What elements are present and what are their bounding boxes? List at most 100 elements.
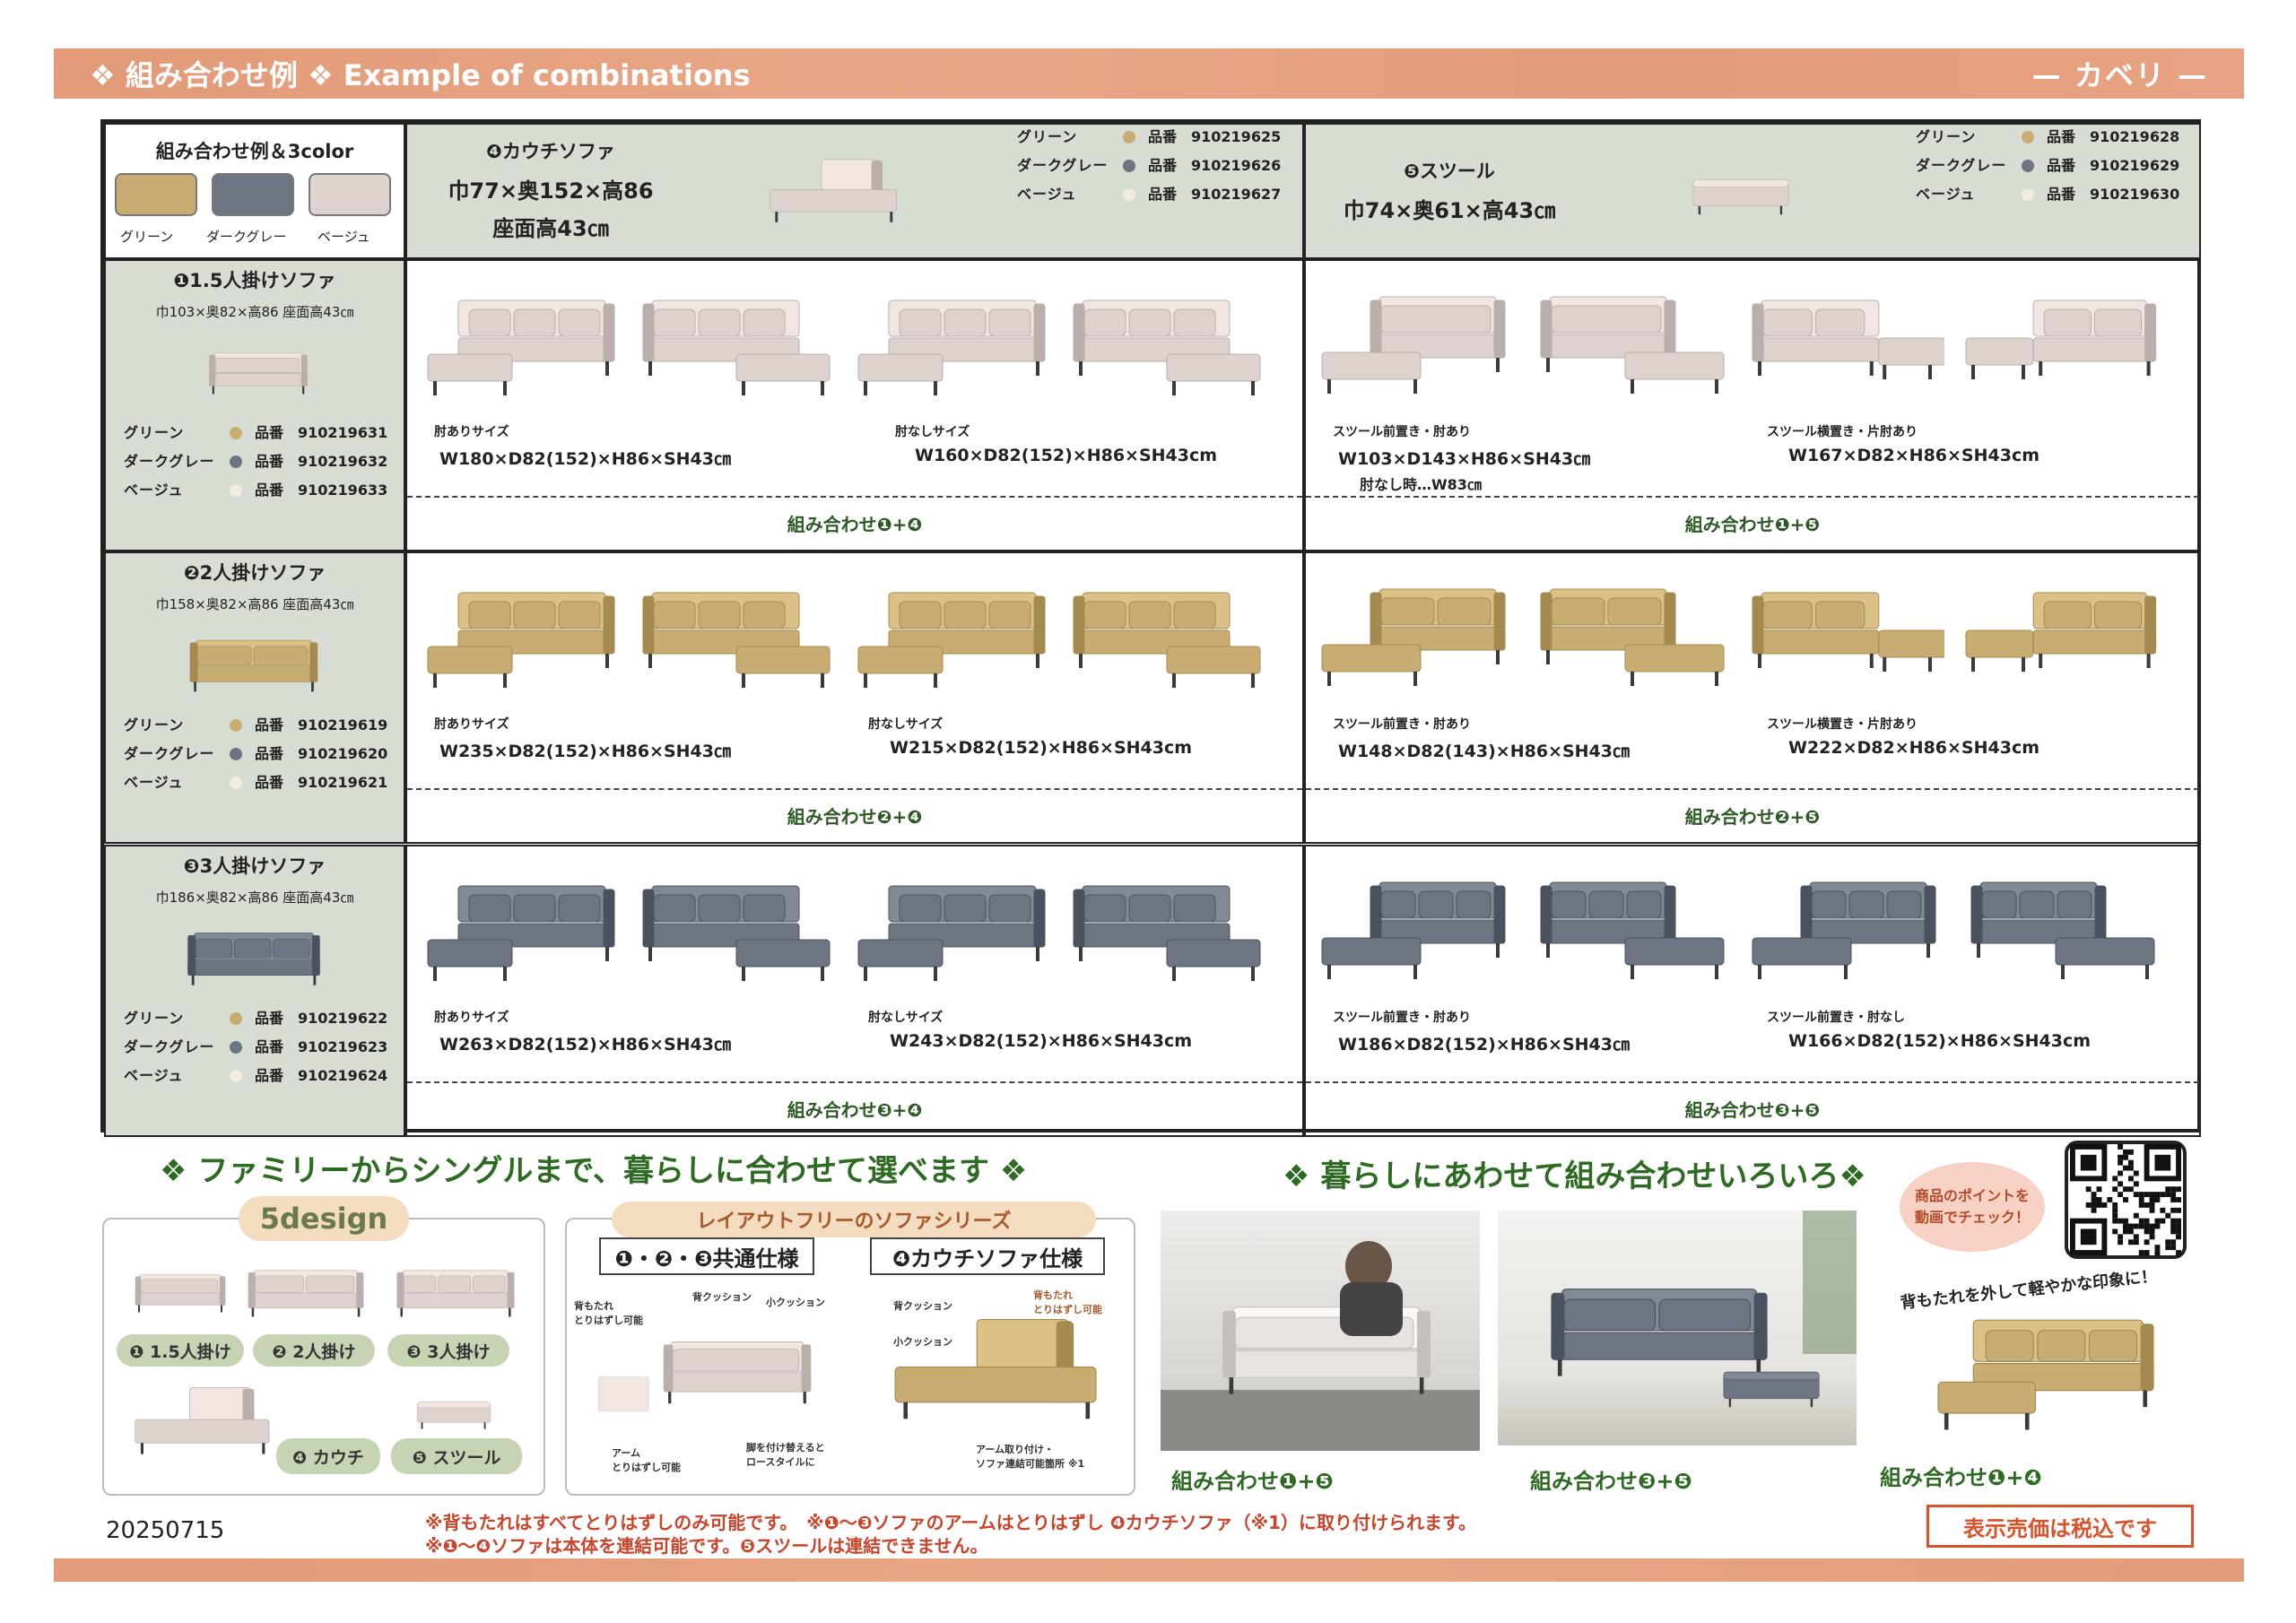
combo-dim-2: W222×D82×H86×SH43cm	[1788, 738, 2040, 758]
bottom-band	[54, 1558, 2244, 1582]
design-couch	[117, 1381, 278, 1471]
stool-title: ❺スツール	[1404, 161, 1495, 182]
family-heading: ❖ ファミリーからシングルまで、暮らしに合わせて選べます ❖	[160, 1153, 1028, 1189]
product-title: ❷2人掛けソファ	[183, 562, 326, 584]
code-prefix: 品番	[2047, 157, 2076, 174]
color-dot-icon	[230, 1012, 242, 1025]
code-number: 910219629	[2090, 157, 2180, 174]
combo-dim-2: W215×D82(152)×H86×SH43cm	[890, 738, 1193, 758]
couch-title: ❹カウチソファ	[486, 141, 615, 162]
combo-image	[418, 873, 624, 990]
footnote-1: ※背もたれはすべてとりはずしのみ可能です。 ※❶〜❸ソファのアームはとりはずし …	[425, 1512, 1477, 1533]
combo-label: 組み合わせ❸+❹	[787, 1099, 923, 1121]
combo-image	[1317, 580, 1514, 697]
combo-image	[1317, 288, 1514, 404]
product-title: ❶1.5人掛けソファ	[173, 270, 336, 291]
photo-2-label: 組み合わせ❸+❺	[1530, 1469, 1692, 1494]
combo-dim-1: W235×D82(152)×H86×SH43㎝	[439, 742, 731, 761]
code-color-label: グリーン	[124, 716, 185, 733]
code-row: グリーン 品番 910219619	[124, 711, 387, 740]
code-number: 910219630	[2090, 186, 2180, 203]
code-number: 910219633	[298, 482, 388, 499]
combo-image	[1064, 580, 1270, 697]
product-image	[204, 333, 312, 413]
code-number: 910219625	[1191, 128, 1282, 145]
code-prefix: 品番	[255, 1010, 284, 1027]
combo-image	[1962, 873, 2160, 990]
color-dot-icon	[1123, 188, 1135, 201]
code-prefix: 品番	[255, 453, 284, 470]
combo-note-2: スツール前置き・肘なし	[1767, 1011, 1905, 1025]
code-number: 910219623	[298, 1038, 388, 1055]
video-bubble: 商品のポイントを 動画でチェック！	[1900, 1162, 2045, 1252]
code-prefix: 品番	[255, 482, 284, 499]
combo-note-1: スツール前置き・肘あり	[1333, 1011, 1471, 1025]
couch-seat-height: 座面高43㎝	[492, 216, 609, 241]
code-prefix: 品番	[2047, 186, 2076, 203]
qr-code[interactable]	[2065, 1141, 2187, 1259]
combo-image	[1532, 288, 1729, 404]
banner-brand: — カベリ —	[2031, 58, 2208, 92]
color-dot-icon	[1123, 160, 1135, 172]
code-number: 910219624	[298, 1067, 388, 1084]
code-color-label: ダークグレー	[1916, 157, 2007, 174]
ann-smallcushion: 小クッション	[766, 1297, 825, 1308]
product-image	[170, 918, 337, 999]
combo-image	[1064, 873, 1270, 990]
dash-divider	[407, 496, 1302, 498]
code-color-label: ベージュ	[124, 1067, 184, 1084]
design-sofa-2	[239, 1257, 373, 1329]
code-number: 910219619	[298, 716, 388, 733]
design-sofa-3	[377, 1257, 535, 1329]
combo-note-1: 肘ありサイズ	[434, 1011, 509, 1025]
combo-image	[633, 580, 839, 697]
photo-3-sofa	[1880, 1306, 2212, 1440]
spec2-chaise	[872, 1309, 1105, 1444]
code-row: ダークグレー 品番 910219623	[124, 1033, 387, 1062]
legend-title: 組み合わせ例＆3color	[155, 141, 354, 162]
pill-3: ❸ 3人掛け	[387, 1334, 509, 1367]
code-number: 910219626	[1191, 157, 1282, 174]
combo-dim-1: W180×D82(152)×H86×SH43㎝	[439, 449, 731, 469]
code-color-label: ダークグレー	[124, 1038, 215, 1055]
combo-dim-2: W167×D82×H86×SH43cm	[1788, 446, 2040, 465]
code-prefix: 品番	[255, 716, 284, 733]
color-dot-icon	[2022, 160, 2034, 172]
code-color-label: グリーン	[124, 424, 185, 441]
layout-title: レイアウトフリーのソファシリーズ	[612, 1202, 1096, 1237]
color-dot-icon	[2022, 131, 2034, 143]
footnote-2: ※❶〜❹ソファは本体を連結可能です。❺スツールは連結できません。	[425, 1535, 988, 1557]
combo-label: 組み合わせ❷+❹	[787, 806, 923, 828]
combo-dim-2: W166×D82(152)×H86×SH43cm	[1788, 1031, 2092, 1051]
spec1-module	[657, 1309, 818, 1435]
combo-image	[418, 288, 624, 404]
product-image	[187, 625, 321, 706]
stool-image	[1683, 148, 1799, 238]
combo-note-1: 肘ありサイズ	[434, 717, 509, 732]
combo-image	[1962, 580, 2160, 697]
code-color-label: グリーン	[1017, 128, 1078, 145]
code-color-label: ダークグレー	[124, 745, 215, 762]
color-dot-icon	[230, 1041, 242, 1054]
code-prefix: 品番	[2047, 128, 2076, 145]
ann-smallcushion2: 小クッション	[893, 1336, 952, 1348]
combo-image	[1747, 580, 1947, 697]
qr-code-icon	[2070, 1144, 2181, 1255]
code-prefix: 品番	[255, 1038, 284, 1055]
